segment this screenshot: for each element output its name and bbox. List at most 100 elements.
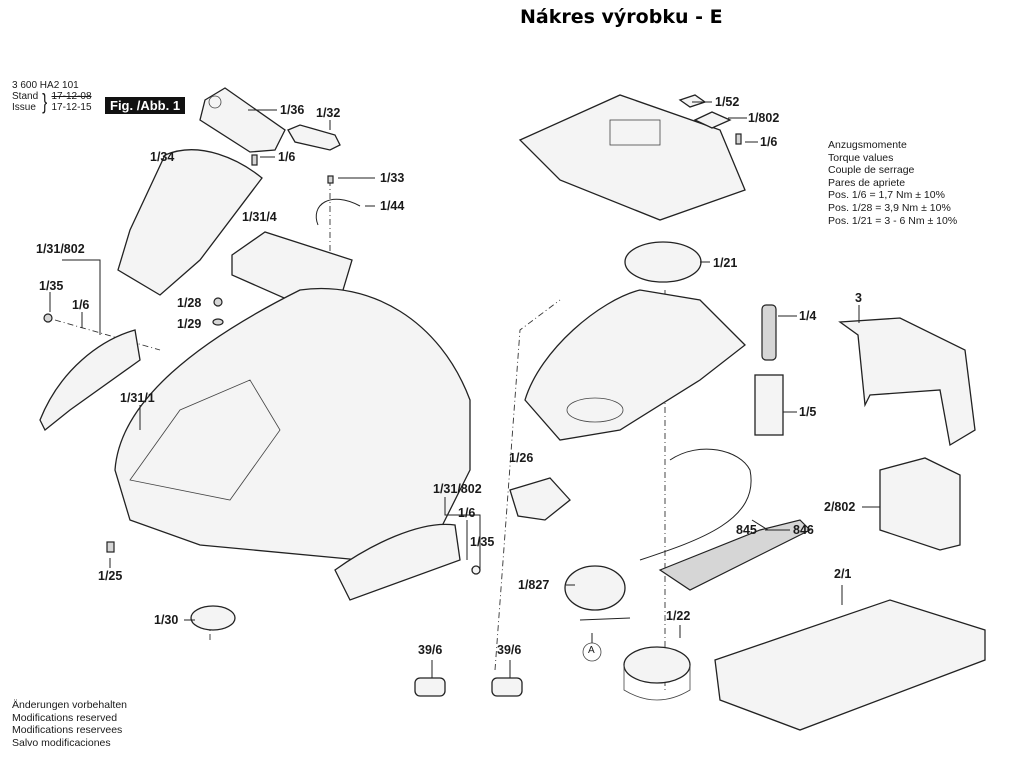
body-grille: [129, 379, 281, 501]
disclaimer-line: Modifications reserved: [12, 711, 118, 724]
part-label-1-35: 1/35: [470, 535, 495, 549]
leader-line: [751, 519, 769, 531]
part-label-1-4: 1/4: [799, 309, 817, 323]
part-sensor-unit: [509, 477, 571, 521]
part-main-body: [114, 287, 471, 561]
part-label-2-802: 2/802: [824, 500, 856, 514]
torque-heading: Torque values: [828, 151, 894, 164]
disclaimer-line: Änderungen vorbehalten: [12, 699, 128, 711]
torque-value: Pos. 1/6 = 1,7 Nm ± 10%: [828, 189, 945, 202]
part-label-1-31-802: 1/31/802: [36, 242, 85, 256]
part-foot: [190, 605, 236, 631]
part-charging-module: [879, 457, 961, 551]
page-title: Nákres výrobku - E: [520, 6, 723, 28]
part-nut: [43, 313, 53, 323]
display-window: [609, 119, 661, 146]
part-nut: [213, 297, 223, 307]
part-label-1-6: 1/6: [278, 150, 296, 164]
part-motor-board: [564, 565, 626, 611]
part-display-cover: [117, 149, 263, 296]
part-spring: [761, 304, 777, 361]
part-washer: [212, 318, 224, 326]
part-nut: [471, 565, 481, 575]
part-label-39-6: 39/6: [497, 643, 522, 657]
part-round-lid: [624, 241, 702, 283]
part-label: [693, 111, 732, 129]
document-number: 3 600 HA2 101: [12, 80, 79, 91]
assembly-axis: [54, 319, 161, 351]
torque-heading: Anzugsmomente: [828, 139, 907, 151]
assembly-axis: [494, 299, 561, 671]
torque-heading: Couple de serrage: [828, 164, 915, 177]
part-chassis: [524, 289, 746, 441]
disclaimer: Änderungen vorbehalten Modifications res…: [12, 699, 127, 749]
part-spacer: [327, 175, 334, 184]
part-pin: [106, 541, 115, 553]
brace-icon: }: [42, 89, 48, 114]
part-rear-cover: [838, 317, 976, 447]
part-base-plate: [714, 599, 986, 731]
part-label-1-31-1: 1/31/1: [120, 391, 155, 405]
part-label-1-802: 1/802: [748, 111, 780, 125]
bosch-logo-icon: [208, 95, 222, 109]
part-harness-846: [658, 519, 812, 591]
part-label-1-44: 1/44: [380, 199, 405, 213]
part-label-1-26: 1/26: [509, 451, 534, 465]
part-height-ring: [623, 646, 691, 684]
part-label-2-1: 2/1: [834, 567, 852, 581]
torque-values: Anzugsmomente Torque values Couple de se…: [828, 139, 957, 227]
part-label-1-5: 1/5: [799, 405, 817, 419]
part-side-bumper-right: [334, 523, 461, 601]
part-label-1-35: 1/35: [39, 279, 64, 293]
part-bosch-badge: [199, 87, 286, 153]
part-label-39-6: 39/6: [418, 643, 443, 657]
part-label-1-28: 1/28: [177, 296, 202, 310]
part-label-1-22: 1/22: [666, 609, 691, 623]
leader-line: [62, 259, 101, 335]
issue-label: Issue: [12, 102, 36, 113]
disclaimer-line: Salvo modificaciones: [12, 736, 111, 749]
old-date: 17-12-08: [51, 91, 92, 102]
chassis-hole: [566, 397, 624, 423]
part-label-1-31-802: 1/31/802: [433, 482, 482, 496]
part-label-1-31-4: 1/31/4: [242, 210, 277, 224]
part-label-1-21: 1/21: [713, 256, 738, 270]
part-lever: [579, 617, 631, 621]
part-label-1-36: 1/36: [280, 103, 305, 117]
part-wire-845: [639, 448, 752, 561]
part-holder: [754, 374, 784, 436]
part-screw: [251, 154, 258, 166]
part-label-3: 3: [855, 291, 862, 305]
part-label-1-6: 1/6: [72, 298, 90, 312]
part-label-1-29: 1/29: [177, 317, 202, 331]
part-stop-button: [287, 124, 341, 151]
part-label: [678, 94, 707, 108]
leader-line: [444, 497, 481, 570]
torque-value: Pos. 1/28 = 3,9 Nm ± 10%: [828, 201, 951, 214]
part-label-846: 846: [793, 523, 814, 537]
part-label-845: 845: [736, 523, 757, 537]
part-cable: [315, 198, 361, 226]
part-label-1-6: 1/6: [760, 135, 778, 149]
part-connector: [491, 677, 523, 697]
part-screw: [735, 133, 742, 145]
part-label-1-6: 1/6: [458, 506, 476, 520]
part-label-1-33: 1/33: [380, 171, 405, 185]
part-label-1-32: 1/32: [316, 106, 341, 120]
part-label-1-34: 1/34: [150, 150, 175, 164]
part-label-1-52: 1/52: [715, 95, 740, 109]
stand-label: Stand: [12, 91, 39, 102]
callout-a-label: A: [588, 645, 595, 656]
issue-date: 17-12-15: [51, 102, 92, 113]
ring-wall: [623, 665, 691, 701]
disclaimer-line: Modifications reservees: [12, 724, 123, 736]
part-label-1-827: 1/827: [518, 578, 550, 592]
part-label-1-25: 1/25: [98, 569, 123, 583]
part-label-1-30: 1/30: [154, 613, 179, 627]
torque-heading: Pares de apriete: [828, 176, 906, 189]
figure-label: Fig. /Abb. 1: [105, 97, 186, 114]
document-info: 3 600 HA2 101 Stand Issue } 17-12-08 17-…: [12, 80, 92, 113]
part-side-bumper-left: [39, 329, 141, 432]
part-connector: [414, 677, 446, 697]
